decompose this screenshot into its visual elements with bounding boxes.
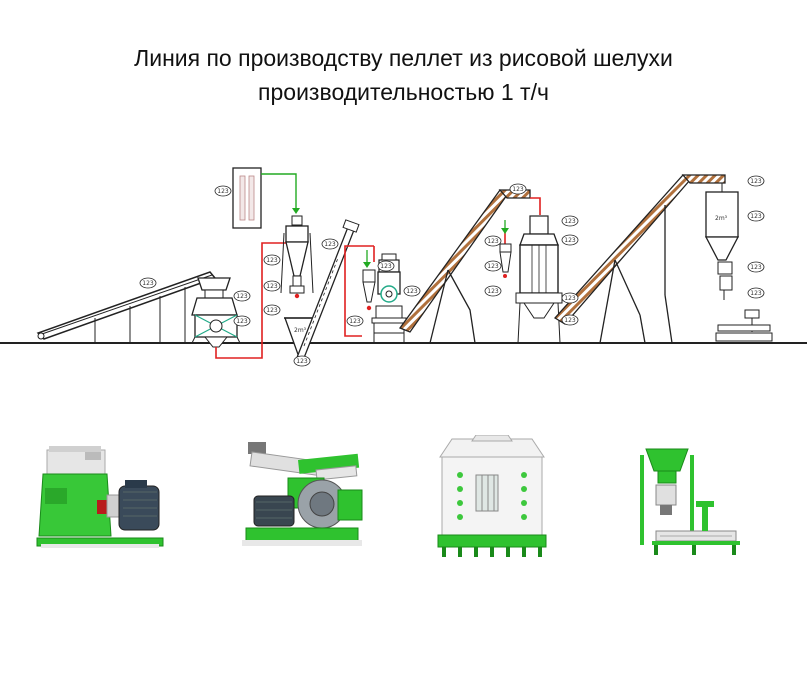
item-tag-label: 123: [266, 257, 278, 264]
counterflow-cooler-unit: [499, 215, 563, 344]
item-tag: [377, 260, 395, 272]
counterflow-cooler-icon: [437, 435, 547, 557]
item-tag: [561, 234, 579, 246]
item-tag: [263, 254, 281, 266]
item-tag-label: 123: [236, 318, 248, 325]
item-tag: [561, 215, 579, 227]
item-tag-label: 123: [750, 290, 762, 297]
pneumatic-pipe-1: [215, 242, 290, 359]
item-tag-label: 123: [564, 317, 576, 324]
item-tag-label: 123: [512, 186, 524, 193]
item-tag-label: 123: [564, 237, 576, 244]
hopper-1-label: 2m³: [294, 327, 307, 334]
item-tag: [747, 210, 765, 222]
item-tag: [263, 280, 281, 292]
bucket-elevator-1: [398, 189, 531, 344]
item-tag: [509, 183, 527, 195]
item-tag: [233, 315, 251, 327]
item-tag-label: 123: [324, 241, 336, 248]
item-tag-label: 123: [266, 307, 278, 314]
item-tag: [484, 260, 502, 272]
pneumatic-pipe-2: [344, 245, 374, 337]
pellet-mill-icon: [242, 442, 363, 546]
item-tag: [403, 285, 421, 297]
item-tag-label: 123: [142, 280, 154, 287]
product-silo: 2m³: [704, 183, 740, 300]
item-tag: [747, 175, 765, 187]
item-tag: [561, 292, 579, 304]
silo-label: 2m³: [715, 215, 728, 222]
item-tag: [346, 315, 364, 327]
item-tag-label: 123: [487, 288, 499, 295]
hammer-mill-icon: [36, 446, 164, 548]
item-tag: [747, 287, 765, 299]
item-tag-label: 123: [217, 188, 229, 195]
item-tag-label: 123: [750, 213, 762, 220]
packing-machine-icon: [640, 448, 740, 555]
control-line-1: [261, 173, 297, 212]
cyclone-1: [280, 215, 314, 299]
process-flow-diagram: 2m³: [0, 167, 807, 367]
control-cabinet: [232, 167, 262, 229]
item-tag-label: 123: [349, 318, 361, 325]
item-tag: [747, 261, 765, 273]
item-tag-label: 123: [266, 283, 278, 290]
item-tag: [263, 304, 281, 316]
pneumatic-pipe-3: [530, 197, 541, 215]
item-tag: [214, 185, 232, 197]
item-tag-label: 123: [406, 288, 418, 295]
hammer-mill-unit: [191, 277, 241, 348]
item-tag: [561, 314, 579, 326]
pellet-mill-unit: [371, 253, 407, 343]
bucket-elevator-2: [553, 174, 726, 344]
item-tag-label: 123: [236, 293, 248, 300]
cyclone-2: [362, 269, 376, 311]
item-tag: [233, 290, 251, 302]
item-tag-label: 123: [487, 238, 499, 245]
belt-conveyor-1: [36, 271, 217, 343]
item-tag: [484, 285, 502, 297]
title-line-1: Линия по производству пеллет из рисовой …: [134, 45, 673, 71]
item-tag-label: 123: [296, 358, 308, 365]
item-tag: [484, 235, 502, 247]
item-tag-label: 123: [564, 218, 576, 225]
item-tag-label: 123: [564, 295, 576, 302]
item-tag-label: 123: [750, 264, 762, 271]
item-tag: [139, 277, 157, 289]
item-tag-label: 123: [750, 178, 762, 185]
item-tag-label: 123: [487, 263, 499, 270]
item-tag-label: 123: [380, 263, 392, 270]
bag-sewing-conveyor: [715, 309, 773, 342]
screw-conveyor-1: [295, 219, 360, 364]
item-tag: [321, 238, 339, 250]
item-tag: [293, 355, 311, 367]
title-line-2: производительностью 1 т/ч: [258, 79, 549, 105]
item-tags: 123 123 123 123 123 123 123 123 123 123 123 123 123 1…: [139, 175, 765, 367]
